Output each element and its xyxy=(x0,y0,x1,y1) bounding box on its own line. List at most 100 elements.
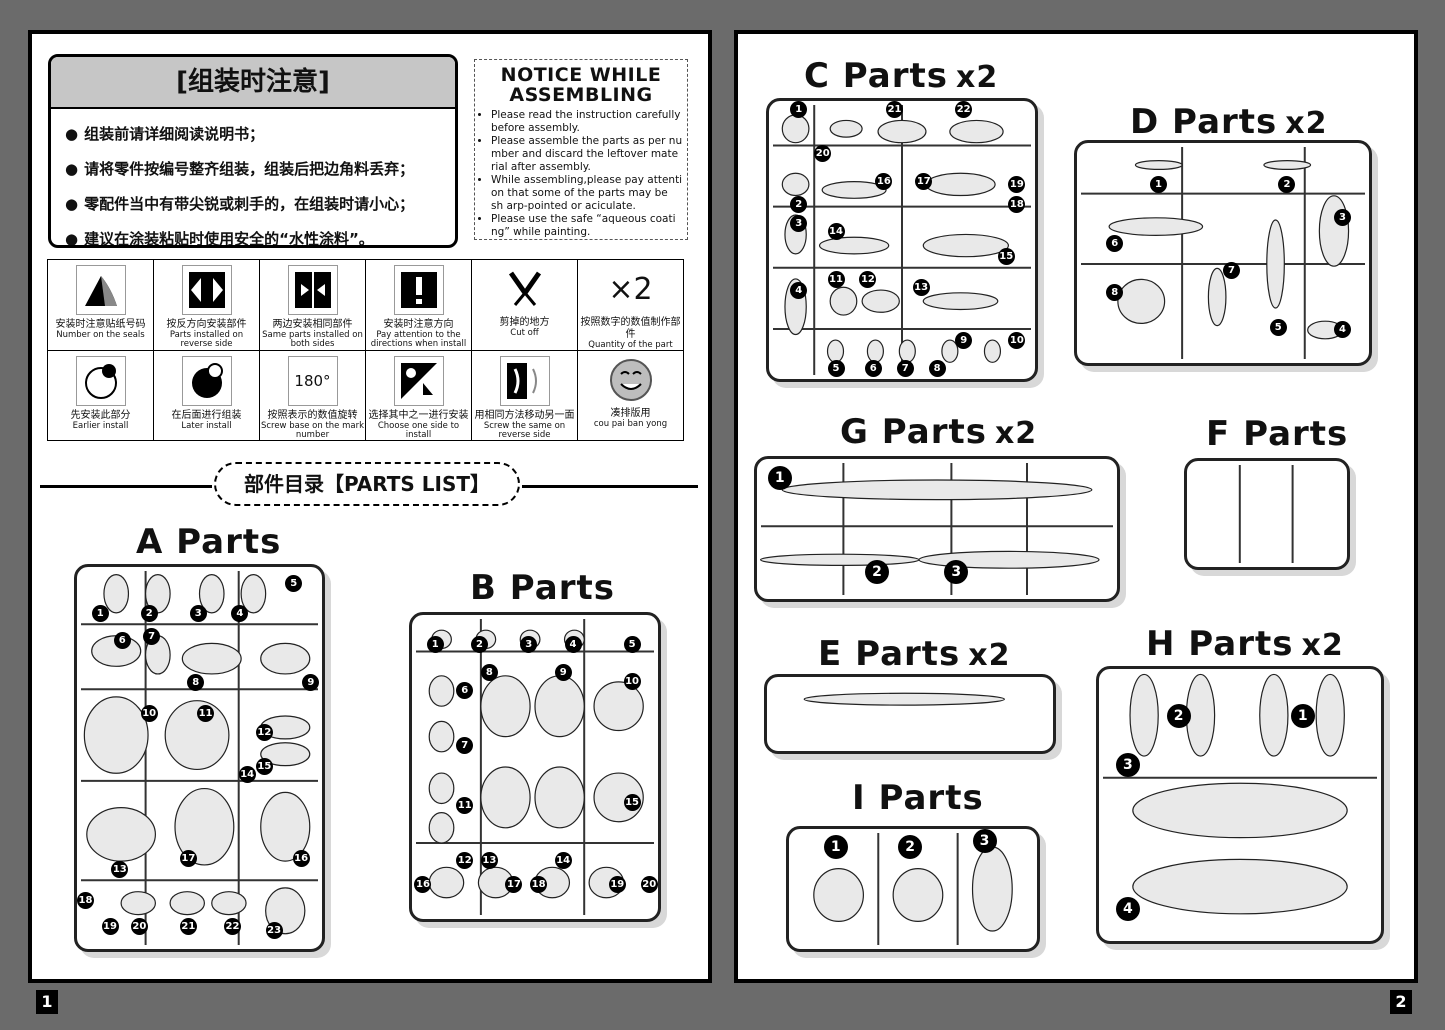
part-shape xyxy=(781,479,1093,501)
legend-cell: 两边安装相同部件 Same parts installed on both si… xyxy=(259,259,366,351)
part-number-badge: 4 xyxy=(564,636,582,654)
page-number-left: 1 xyxy=(36,990,58,1014)
part-number-badge: 1 xyxy=(823,835,848,859)
notice-cn-item: 零配件当中有带尖锐或刺手的，在组装时请小心； xyxy=(65,187,455,222)
part-shape xyxy=(181,642,242,675)
seal-number-icon xyxy=(75,265,126,315)
notice-en-item: While assembling,please pay attenti on t… xyxy=(491,174,683,213)
part-number-badge: 6 xyxy=(864,359,882,377)
screw-same-icon xyxy=(499,356,550,406)
part-shape xyxy=(480,675,531,738)
part-number-badge: 13 xyxy=(912,278,930,296)
part-number-badge: 9 xyxy=(554,663,572,681)
notice-cn-list: 组装前请详细阅读说明书； 请将零件按编号整齐组装，组装后把边角料丢弃； 零配件当… xyxy=(51,109,455,245)
part-number-badge: 4 xyxy=(1333,321,1351,339)
part-number-badge: 20 xyxy=(640,876,658,894)
part-number-badge: 2 xyxy=(898,835,923,859)
part-shape xyxy=(803,692,1005,706)
part-shape xyxy=(760,553,920,567)
part-shape xyxy=(892,867,944,922)
exclamation-icon xyxy=(393,265,444,315)
part-number-badge: 2 xyxy=(471,636,489,654)
part-shape xyxy=(198,574,225,614)
notice-en-item: Please use the safe “aqueous coati ng” w… xyxy=(491,213,683,239)
part-number-badge: 1 xyxy=(790,101,808,118)
part-shape xyxy=(144,574,171,614)
quantity-x2-icon: ×2 xyxy=(608,271,653,307)
runner-drawing-d xyxy=(1081,147,1365,359)
part-number-badge: 17 xyxy=(915,173,933,191)
divider-right xyxy=(522,485,698,488)
part-number-badge: 2 xyxy=(790,195,808,213)
part-number-badge: 14 xyxy=(827,223,845,241)
part-shape xyxy=(83,696,149,774)
part-title-a: A Parts xyxy=(136,522,282,562)
part-number-badge: 2 xyxy=(865,559,889,584)
part-number-badge: 17 xyxy=(505,876,523,894)
part-shape xyxy=(1207,267,1227,327)
legend-cell: 凑排版用 cou pai ban yong xyxy=(577,350,684,441)
part-number-badge: 19 xyxy=(101,918,119,936)
part-number-badge: 13 xyxy=(111,861,129,879)
part-shape xyxy=(260,642,311,675)
page-number-right: 2 xyxy=(1390,990,1412,1014)
part-number-badge: 6 xyxy=(113,631,131,649)
part-shape xyxy=(781,114,810,144)
notice-cn-item: 请将零件按编号整齐组装，组装后把边角料丢弃； xyxy=(65,152,455,187)
part-number-badge: 20 xyxy=(130,918,148,936)
part-number-badge: 20 xyxy=(814,145,832,163)
part-number-badge: 10 xyxy=(623,672,641,690)
notice-cn-item: 建议在涂装粘贴时使用安全的“水性涂料”。 xyxy=(65,222,455,245)
part-number-badge: 3 xyxy=(189,605,207,623)
part-number-badge: 4 xyxy=(231,605,249,623)
part-shape xyxy=(593,681,644,732)
part-shape xyxy=(428,772,455,805)
part-shape xyxy=(1129,673,1159,757)
legend-cell: ×2 按照数字的数值制作部件 Quantity of the part xyxy=(577,259,684,351)
part-shape xyxy=(1134,160,1183,171)
part-number-badge: 7 xyxy=(456,736,474,754)
part-number-badge: 8 xyxy=(480,663,498,681)
nipper-icon xyxy=(501,265,549,313)
part-number-badge: 15 xyxy=(623,794,641,812)
part-number-badge: 19 xyxy=(1008,176,1026,194)
part-title-i: I Parts xyxy=(852,778,984,818)
part-shape xyxy=(260,791,311,862)
part-shape xyxy=(169,891,205,916)
part-shape xyxy=(781,172,810,197)
legend-cell: 180° 按照表示的数值旋转 Screw base on the mark nu… xyxy=(259,350,366,441)
part-number-badge: 8 xyxy=(187,673,205,691)
divider-left xyxy=(40,485,212,488)
part-shape xyxy=(260,742,311,767)
part-shape xyxy=(1117,278,1166,324)
later-install-icon xyxy=(181,356,232,406)
part-number-badge: 9 xyxy=(955,331,973,349)
part-number-badge: 8 xyxy=(1106,283,1124,301)
legend-cell: 剪掉的地方 Cut off xyxy=(471,259,578,351)
part-shape xyxy=(1259,673,1289,757)
part-shape xyxy=(983,339,1002,363)
part-number-badge: 12 xyxy=(859,270,877,288)
part-number-badge: 4 xyxy=(1115,897,1140,922)
part-number-badge: 5 xyxy=(285,574,303,592)
runner-drawing-b xyxy=(416,619,654,915)
part-number-badge: 2 xyxy=(140,605,158,623)
part-number-badge: 7 xyxy=(896,359,914,377)
part-shape xyxy=(922,292,999,311)
part-shape xyxy=(534,766,585,829)
both-sides-icon xyxy=(287,265,338,315)
part-shape xyxy=(941,339,959,363)
part-shape xyxy=(174,787,235,866)
part-number-badge: 21 xyxy=(179,918,197,936)
part-number-badge: 22 xyxy=(955,101,973,118)
part-title-f: F Parts xyxy=(1206,414,1349,454)
legend-cell: 在后面进行组装 Later install xyxy=(153,350,260,441)
choose-one-icon xyxy=(393,356,444,406)
part-shape xyxy=(1132,782,1348,839)
